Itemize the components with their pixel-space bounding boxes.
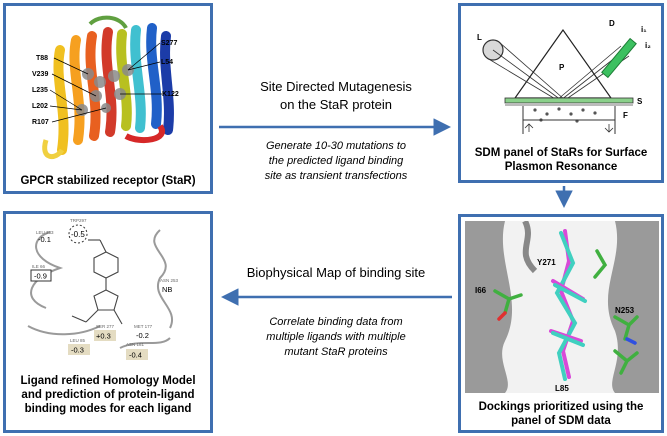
detector-icon	[601, 37, 637, 79]
spr-label-i2: i₂	[645, 41, 651, 50]
panel-docking: Y271 I66 N253 L85 Dockings prioritized u…	[458, 214, 664, 433]
panel-caption: SDM panel of StaRs for Surface Plasmon R…	[474, 147, 648, 173]
spr-label-prism: P	[559, 63, 565, 72]
residue-name: ILE 66	[32, 264, 46, 269]
panel-homology-model: -0.5 TRP297 LEU 333 -0.1 ILE 66 -0.9 ASN…	[3, 211, 213, 433]
panel-caption: Ligand refined Homology Model and predic…	[20, 375, 196, 415]
panel-caption: Dockings prioritized using the panel of …	[478, 401, 644, 427]
step-title-biophysical-map: Biophysical Map of binding site	[246, 265, 426, 280]
spr-label-sensor: S	[637, 97, 643, 106]
residue-label: L85	[555, 384, 569, 393]
residue-label: L235	[32, 87, 48, 94]
step-note-correlate: Correlate binding data from multiple lig…	[266, 316, 406, 358]
panel-caption: GPCR stabilized receptor (StaR)	[20, 175, 196, 187]
residue-value: -0.9	[34, 272, 47, 281]
spr-label-flow: F	[623, 111, 628, 120]
interaction-map-figure: -0.5 TRP297 LEU 333 -0.1 ILE 66 -0.9 ASN…	[27, 218, 179, 360]
residue-name: ASN 253	[160, 278, 179, 283]
residue-label: N253	[615, 306, 635, 315]
residue-name: TRP297	[70, 218, 87, 223]
spr-label-i1: i₁	[641, 25, 647, 34]
gpcr-structure-figure: S277 T88 L54 V239 L235 K122 L202 R107	[32, 15, 179, 159]
step-title-mutagenesis: Site Directed Mutagenesis on the StaR pr…	[260, 79, 412, 112]
residue-value: -0.5	[71, 230, 85, 239]
residue-name: ASN 181	[126, 342, 145, 347]
residue-name: LEU 85	[70, 338, 86, 343]
residue-label: V239	[32, 71, 48, 78]
docking-figure: Y271 I66 N253 L85	[465, 221, 659, 393]
residue-label: S277	[161, 40, 177, 47]
spr-schematic-figure: L D i₁ i₂ P S F	[477, 19, 651, 134]
residue-label: L54	[161, 59, 173, 66]
residue-value: -0.3	[71, 346, 84, 355]
residue-value: NB	[162, 285, 172, 294]
residue-name: SER 277	[96, 324, 115, 329]
panel-gpcr-star: S277 T88 L54 V239 L235 K122 L202 R107 GP…	[3, 3, 213, 194]
residue-label: T88	[36, 55, 48, 62]
spr-label-detector: D	[609, 19, 615, 28]
residue-value: -0.2	[136, 331, 149, 340]
residue-name: LEU 333	[36, 230, 54, 235]
residue-value: -0.4	[129, 351, 142, 360]
residue-label: R107	[32, 119, 49, 126]
step-note-mutagenesis: Generate 10-30 mutations to the predicte…	[264, 140, 408, 182]
residue-value: +0.3	[96, 332, 111, 341]
residue-name: MET 177	[134, 324, 153, 329]
residue-label: K122	[162, 91, 179, 98]
residue-label: L202	[32, 103, 48, 110]
spr-label-light: L	[477, 33, 482, 42]
residue-value: -0.1	[38, 235, 51, 244]
residue-label: I66	[475, 286, 487, 295]
residue-label: Y271	[537, 258, 556, 267]
panel-spr: L D i₁ i₂ P S F SDM panel of StaRs for S…	[458, 3, 664, 183]
